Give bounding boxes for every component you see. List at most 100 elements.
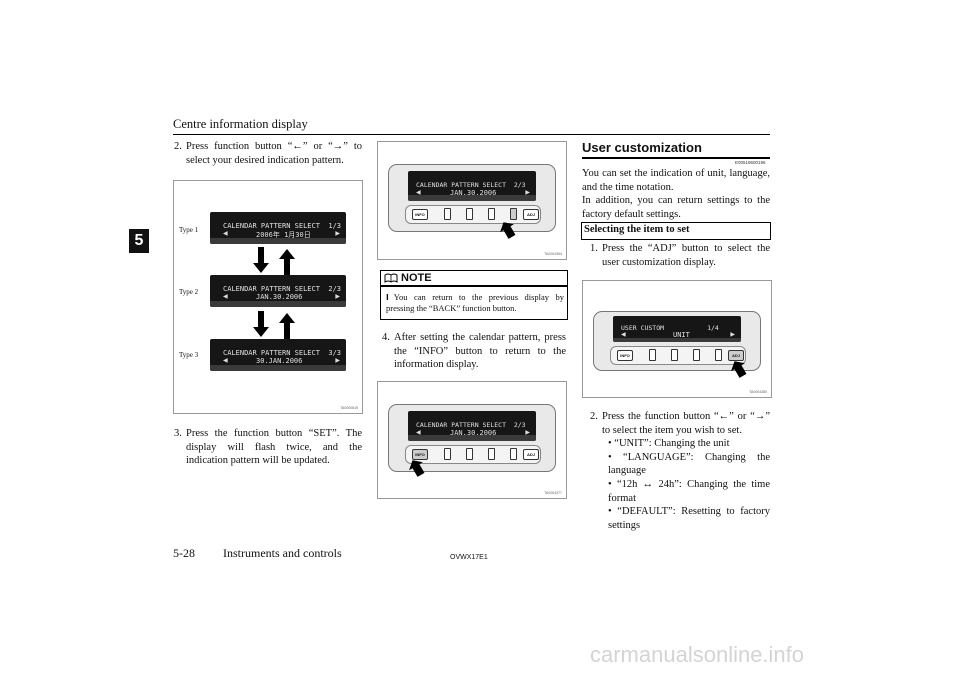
note-title: NOTE bbox=[401, 272, 432, 284]
header-rule bbox=[173, 134, 770, 135]
left-arrow-icon: ◀ bbox=[223, 231, 228, 237]
lcd-function-bar bbox=[210, 301, 346, 307]
left-arrow-icon: ◀ bbox=[416, 190, 421, 196]
function-button-4[interactable] bbox=[510, 448, 517, 460]
step-number: 2. bbox=[590, 411, 598, 422]
left-arrow-icon: ◀ bbox=[416, 430, 421, 436]
bullet-icon: l bbox=[386, 293, 389, 302]
figure-code: TA0004364 bbox=[544, 252, 562, 256]
section-rule bbox=[582, 157, 770, 159]
list-item: • “DEFAULT”: Resetting to factory settin… bbox=[608, 506, 770, 531]
adj-button[interactable]: ADJ bbox=[728, 350, 744, 361]
step-text: Press function button “←” or “→” to sele… bbox=[186, 141, 362, 166]
left-step-2: 2.Press function button “←” or “→” to se… bbox=[174, 140, 362, 167]
step-text: After setting the calendar pattern, pres… bbox=[394, 332, 566, 371]
function-button-2[interactable] bbox=[466, 208, 473, 220]
item-list: • “UNIT”: Changing the unit • “LANGUAGE”… bbox=[590, 437, 770, 532]
document-code: OVWX17E1 bbox=[450, 554, 488, 561]
lcd-display: USER CUSTOM 1/4 ◀ UNIT ▶ bbox=[613, 316, 741, 342]
note-icon bbox=[384, 273, 398, 283]
function-button-4[interactable] bbox=[715, 349, 722, 361]
lcd-line-2: 2006年 1月30日 bbox=[256, 231, 311, 239]
subheading-box bbox=[581, 222, 771, 240]
function-button-2[interactable] bbox=[466, 448, 473, 460]
function-button-3[interactable] bbox=[488, 448, 495, 460]
right-arrow-icon: ▶ bbox=[525, 190, 530, 196]
lcd-line-1: CALENDAR PATTERN SELECT 2/3 bbox=[416, 181, 526, 189]
button-row: INFO ADJ bbox=[405, 205, 541, 224]
lcd-function-bar bbox=[408, 435, 536, 441]
function-button-1[interactable] bbox=[444, 208, 451, 220]
left-arrow-icon: ◀ bbox=[621, 332, 626, 338]
figure-code: TA0000815 bbox=[340, 406, 358, 410]
pointer-arrow-icon bbox=[500, 222, 516, 239]
lcd-line-2: JAN.30.2006 bbox=[450, 189, 497, 197]
middle-step-4: 4. After setting the calendar pattern, pr… bbox=[382, 331, 566, 372]
display-panel-figure-2: CALENDAR PATTERN SELECT 2/3 ◀ JAN.30.200… bbox=[377, 381, 567, 499]
display-panel-figure-1: CALENDAR PATTERN SELECT 2/3 ◀ JAN.30.200… bbox=[377, 141, 567, 260]
user-custom-figure: USER CUSTOM 1/4 ◀ UNIT ▶ INFO ADJ TA0004… bbox=[582, 280, 772, 398]
chapter-tab: 5 bbox=[129, 229, 149, 253]
right-step-1: 1. Press the “ADJ” button to select the u… bbox=[590, 242, 770, 269]
step-text: Press the function button “SET”. The dis… bbox=[186, 428, 362, 467]
section-intro: You can set the indication of unit, lang… bbox=[582, 167, 770, 221]
note-box bbox=[380, 270, 568, 320]
lcd-line-1: USER CUSTOM 1/4 bbox=[621, 324, 719, 332]
list-item: • “UNIT”: Changing the unit bbox=[608, 438, 730, 450]
swap-arrows-icon bbox=[253, 311, 295, 339]
lcd-line-1: CALENDAR PATTERN SELECT 2/3 bbox=[416, 421, 526, 429]
pointer-arrow-icon bbox=[731, 361, 747, 378]
adj-button[interactable]: ADJ bbox=[523, 449, 539, 460]
lcd-line-1: CALENDAR PATTERN SELECT 2/3 bbox=[223, 285, 342, 293]
lcd-display-type-2: CALENDAR PATTERN SELECT 2/3 ◀ JAN.30.200… bbox=[210, 275, 346, 307]
left-arrow-icon: ◀ bbox=[223, 294, 228, 300]
lcd-line-2: UNIT bbox=[673, 331, 690, 339]
right-arrow-icon: ▶ bbox=[335, 294, 340, 300]
note-header bbox=[380, 270, 568, 287]
lcd-line-2: 30.JAN.2006 bbox=[256, 357, 303, 365]
left-step-3: 3.Press the function button “SET”. The d… bbox=[174, 427, 362, 468]
function-button-1[interactable] bbox=[444, 448, 451, 460]
function-button-3[interactable] bbox=[693, 349, 700, 361]
list-item: • “LANGUAGE”: Changing the language bbox=[608, 451, 770, 477]
watermark: carmanualsonline.info bbox=[590, 642, 805, 667]
info-button[interactable]: INFO bbox=[617, 350, 633, 361]
section-title: User customization bbox=[582, 140, 702, 155]
display-panel: CALENDAR PATTERN SELECT 2/3 ◀ JAN.30.200… bbox=[388, 404, 556, 472]
right-arrow-icon: ▶ bbox=[525, 430, 530, 436]
swap-arrows-icon bbox=[253, 247, 295, 275]
step-number: 1. bbox=[590, 243, 598, 254]
function-button-1[interactable] bbox=[649, 349, 656, 361]
display-panel: USER CUSTOM 1/4 ◀ UNIT ▶ INFO ADJ bbox=[593, 311, 761, 371]
lcd-line-1: CALENDAR PATTERN SELECT 1/3 bbox=[223, 222, 342, 230]
right-step-2: 2.Press the function button “←” or “→” t… bbox=[590, 410, 770, 532]
lcd-function-bar bbox=[210, 238, 346, 244]
intro-paragraph-2: In addition, you can return settings to … bbox=[582, 195, 770, 220]
pattern-types-figure: Type 1 Type 2 Type 3 CALENDAR PATTERN SE… bbox=[173, 180, 363, 414]
function-button-4[interactable] bbox=[510, 208, 517, 220]
info-button[interactable]: INFO bbox=[412, 209, 428, 220]
figure-code: TA0004380 bbox=[749, 390, 767, 394]
info-button[interactable]: INFO bbox=[412, 449, 428, 460]
type-1-label: Type 1 bbox=[179, 226, 199, 234]
lcd-display: CALENDAR PATTERN SELECT 2/3 ◀ JAN.30.200… bbox=[408, 171, 536, 201]
list-item: • “12h ↔ 24h”: Changing the time format bbox=[608, 478, 770, 504]
step-number: 4. bbox=[382, 332, 390, 343]
lcd-function-bar bbox=[613, 338, 741, 342]
button-row: INFO ADJ bbox=[610, 346, 746, 365]
adj-button[interactable]: ADJ bbox=[523, 209, 539, 220]
step-text: Press the “ADJ” button to select the use… bbox=[602, 243, 770, 268]
function-button-3[interactable] bbox=[488, 208, 495, 220]
function-button-2[interactable] bbox=[671, 349, 678, 361]
right-arrow-icon: ▶ bbox=[335, 358, 340, 364]
section-code: E00519600196 bbox=[735, 160, 766, 165]
figure-code: TA0004377 bbox=[544, 491, 562, 495]
running-header: Centre information display bbox=[173, 117, 308, 131]
subheading: Selecting the item to set bbox=[584, 224, 690, 235]
display-panel: CALENDAR PATTERN SELECT 2/3 ◀ JAN.30.200… bbox=[388, 164, 556, 232]
page-number: 5-28 bbox=[173, 546, 195, 560]
lcd-function-bar bbox=[210, 365, 346, 371]
button-row: INFO ADJ bbox=[405, 445, 541, 464]
right-arrow-icon: ▶ bbox=[730, 332, 735, 338]
